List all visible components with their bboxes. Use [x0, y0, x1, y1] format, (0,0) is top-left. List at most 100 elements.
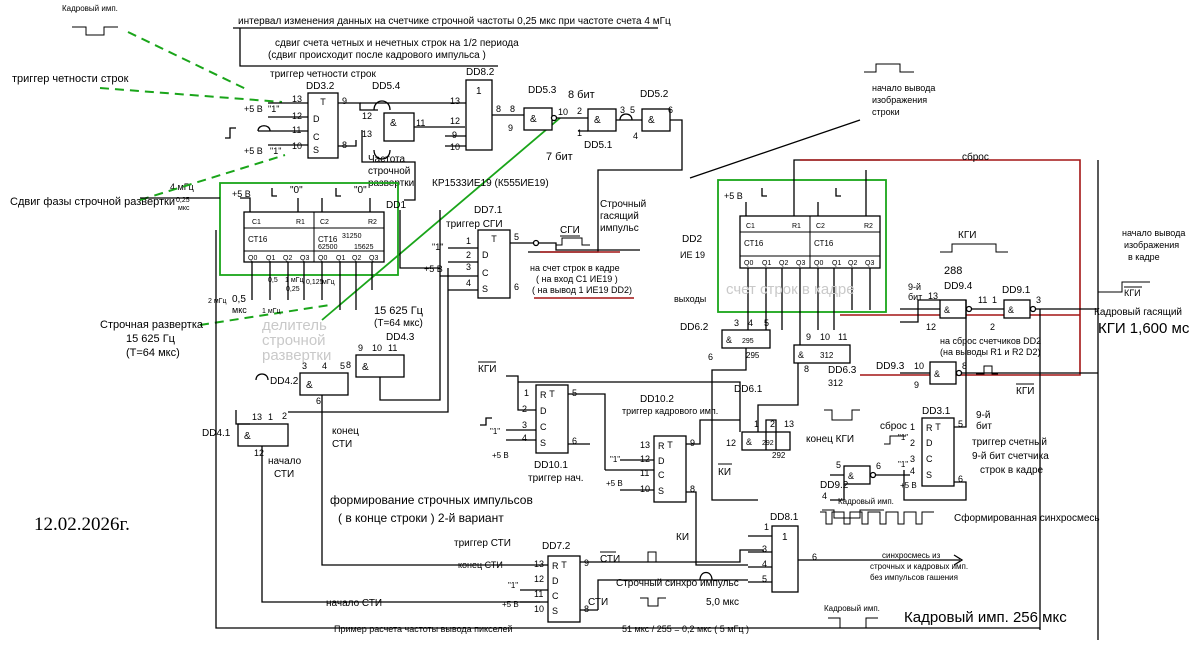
- pin-13l: 13: [784, 419, 794, 429]
- dd8-1-chip[interactable]: [771, 525, 799, 593]
- freq-2mhz: 2 мГц: [208, 298, 226, 305]
- dd2-q3b: Q3: [865, 260, 874, 267]
- pin-5q: 5: [958, 419, 963, 429]
- line-blank-2: гасящий: [600, 211, 639, 222]
- start-sti-a: начало: [268, 456, 302, 467]
- dd2-q1b: Q1: [832, 260, 841, 267]
- sgi-label: СГИ: [560, 225, 580, 236]
- watermark-divider-2: строчной: [262, 332, 326, 349]
- dd3-1-label: DD3.1: [922, 406, 951, 417]
- pin-8m: 8: [804, 364, 809, 374]
- dd9-3-bubble: [955, 369, 963, 377]
- zero-b: "0": [354, 185, 367, 196]
- dd6-3-chip[interactable]: [793, 344, 851, 364]
- kgi-label-top: КГИ: [958, 230, 976, 241]
- dd5-1-chip[interactable]: [587, 108, 617, 132]
- line-start-3: строки: [872, 107, 900, 117]
- label-295: 295: [746, 351, 760, 360]
- dd4-1-amp: &: [244, 431, 251, 442]
- dd9-4-bubble: [965, 305, 973, 313]
- pin-9c: 9: [452, 130, 457, 140]
- pin-4q: 4: [910, 466, 915, 476]
- pin-4r: 4: [822, 491, 827, 501]
- pin-8c: 8: [496, 104, 501, 114]
- dd7-1-chip[interactable]: [477, 229, 511, 299]
- dd7-1-t: T: [491, 234, 497, 244]
- pin-3k: 3: [734, 318, 739, 328]
- pin-5r: 5: [836, 460, 841, 470]
- dd3-2-chip[interactable]: [307, 92, 339, 159]
- dd9-2-label: DD9.2: [820, 480, 849, 491]
- pin-11: 11: [292, 125, 301, 135]
- end-sti-a: конец: [332, 426, 359, 437]
- dd7-2-chip[interactable]: [547, 555, 581, 623]
- plus5v-h: +5 В: [502, 600, 519, 609]
- dd10-2-d: D: [658, 456, 665, 466]
- dd1-c2: C2: [320, 219, 329, 226]
- count-trigger-1: триггер счетный: [972, 437, 1047, 448]
- end-kgi-label: конец КГИ: [806, 434, 854, 445]
- sgi-trigger-label: триггер СГИ: [446, 219, 503, 230]
- top-frame-wire: [239, 28, 498, 67]
- pin-8p: 8: [962, 361, 967, 371]
- guide-line-frame: [127, 31, 249, 91]
- dd5-3-chip[interactable]: [523, 107, 553, 131]
- frame-pulse-bottom-waveform: [828, 617, 878, 629]
- dd8-2-chip[interactable]: [465, 79, 493, 151]
- dd8-1-arrow: [953, 554, 964, 566]
- dd7-1-out-node: [532, 239, 540, 247]
- interval-note: интервал изменения данных на счетчике ст…: [238, 16, 671, 27]
- dd1-15625: 15625: [354, 244, 374, 251]
- count-trigger-2: 9-й бит счетчика: [972, 450, 1049, 462]
- dd10-1-label: DD10.1: [534, 460, 568, 471]
- dd10-1-chip[interactable]: [535, 384, 569, 454]
- dd5-2-chip[interactable]: [641, 108, 671, 132]
- bit-bus-wire: [361, 130, 416, 201]
- bit9-a: 9-й: [908, 282, 921, 292]
- pin-4v: 4: [762, 559, 767, 569]
- dd2-q0b: Q0: [814, 260, 823, 267]
- pin-8u: 8: [584, 604, 589, 614]
- dd10-2-chip[interactable]: [653, 435, 687, 503]
- dd4-wires: [288, 210, 449, 413]
- count-trigger-3: строк в кадре: [980, 465, 1044, 476]
- dd3-2-t-label: T: [320, 97, 326, 107]
- kgi-start-1: начало вывода: [1122, 228, 1185, 238]
- pin-10: 10: [292, 141, 302, 151]
- kgi-title: Кадровый гасящий: [1094, 307, 1182, 318]
- one-f: "1": [490, 427, 500, 436]
- dd3-1-r: R: [926, 423, 933, 433]
- plus5v-f: +5 В: [492, 451, 509, 460]
- pin-6q: 6: [958, 474, 963, 484]
- pin-5f: 5: [630, 105, 635, 115]
- line-scan-1: Строчная развертка: [100, 319, 204, 331]
- dd2-q-wires: [747, 268, 871, 345]
- line-sync-waveform: [640, 597, 666, 607]
- dd4-2-chip[interactable]: [299, 372, 349, 396]
- dd5-4-chip[interactable]: [383, 112, 415, 142]
- reset-counters-1: на сброс счетчиков DD2: [940, 336, 1041, 346]
- phase-shift-label: Сдвиг фазы строчной развертки: [10, 196, 175, 208]
- sti-trigger-label: триггер СТИ: [454, 538, 511, 549]
- reset-waveform: [884, 435, 906, 445]
- dd7-2-t: T: [561, 560, 567, 570]
- dd3-1-chip[interactable]: [921, 417, 955, 487]
- pin-9g: 9: [358, 343, 363, 353]
- guide-line-bits: [321, 117, 561, 321]
- dd2-q1: Q1: [762, 260, 771, 267]
- dd10-2-out: [686, 491, 748, 566]
- dd9-3-waveform: [976, 365, 998, 375]
- start-sti-label: начало СТИ: [326, 598, 382, 609]
- line-start-waveform: [864, 63, 914, 73]
- kgi-label-left: КГИ: [478, 364, 496, 375]
- pin-13c: 13: [450, 96, 460, 106]
- dd9-3-amp: &: [934, 369, 940, 379]
- dd4-1-chip[interactable]: [237, 423, 289, 447]
- frame-trigger-label: триггер кадрового имп.: [622, 406, 718, 416]
- pin-8t: 8: [690, 484, 695, 494]
- dd4-2-label: DD4.2: [270, 376, 299, 387]
- corner-pulse-waveform: [72, 26, 118, 36]
- freq-05: 0,5: [232, 294, 246, 305]
- freq-1mhz-b: 1 мГц: [262, 308, 280, 315]
- pin-9m: 9: [806, 332, 811, 342]
